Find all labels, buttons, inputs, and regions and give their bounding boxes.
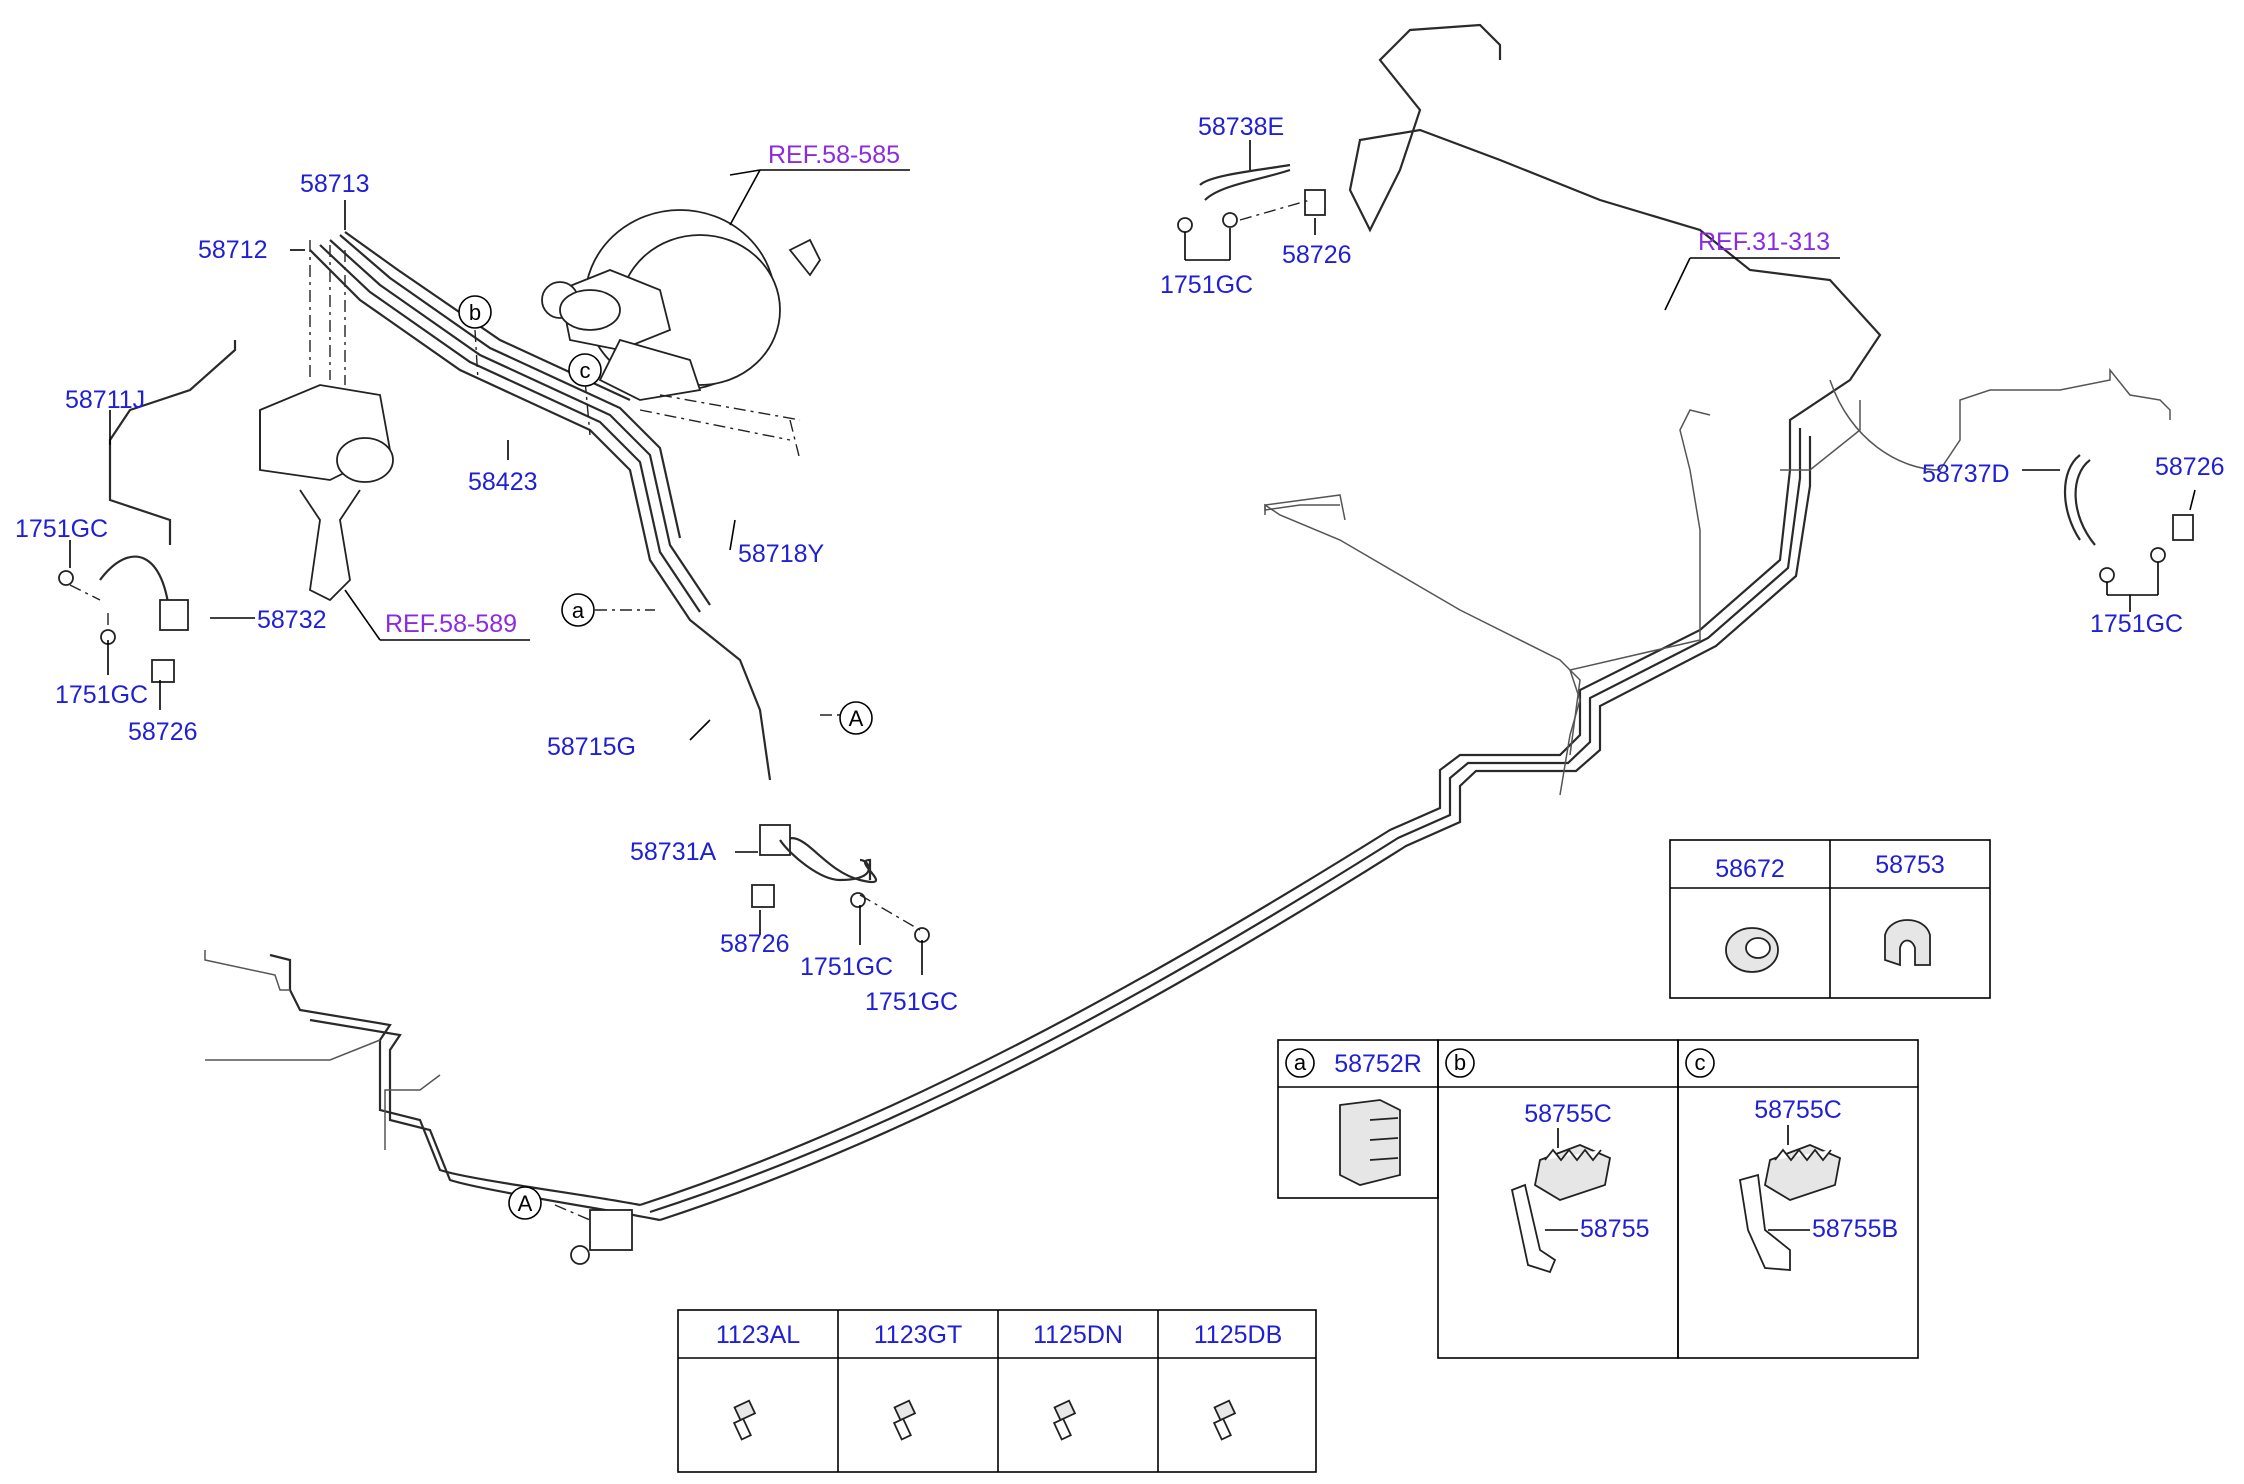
legend-letter-a: a bbox=[1294, 1050, 1307, 1075]
bolt-1123GT: 1123GT bbox=[874, 1321, 962, 1349]
bolt-icon bbox=[732, 1399, 757, 1441]
bolt-icon bbox=[1052, 1399, 1077, 1441]
callout-a: a bbox=[572, 598, 585, 623]
ref-labels: REF.58-585 REF.58-589 REF.31-313 bbox=[385, 141, 1830, 638]
label-58732: 58732 bbox=[257, 606, 327, 634]
legend-b-58755: 58755 bbox=[1580, 1215, 1650, 1243]
callout-A-upper: A bbox=[849, 706, 864, 731]
front-left-hose bbox=[58, 340, 237, 683]
label-58726-rear-left: 58726 bbox=[1282, 241, 1352, 269]
rear-right-hose bbox=[2064, 454, 2194, 583]
part-labels: 58713 58712 58711J 1751GC 58732 1751GC 5… bbox=[15, 113, 2225, 1016]
legend-c-58755C: 58755C bbox=[1754, 1096, 1842, 1124]
connector-a-block bbox=[554, 1204, 633, 1265]
legend-b-58755C: 58755C bbox=[1524, 1100, 1612, 1128]
callout-b: b bbox=[469, 300, 481, 325]
label-58738E: 58738E bbox=[1198, 113, 1284, 141]
bolt-1125DN: 1125DN bbox=[1033, 1321, 1123, 1349]
main-brake-tube-bundle bbox=[204, 23, 2171, 1222]
brake-booster bbox=[541, 209, 822, 461]
front-right-hose bbox=[751, 824, 930, 943]
label-1751GC-rear-left: 1751GC bbox=[1160, 271, 1253, 299]
label-1751GC-front-right-a: 1751GC bbox=[800, 953, 893, 981]
legend-box-clips: a 58752R b c 58755C 58755 58755C 58755B bbox=[1277, 1039, 1919, 1359]
legend-box-grommets: 58672 58753 bbox=[1669, 839, 1991, 999]
label-58731A: 58731A bbox=[630, 838, 717, 866]
callout-c: c bbox=[580, 358, 591, 383]
leader-lines bbox=[69, 140, 2196, 975]
legend-letter-b: b bbox=[1454, 1050, 1466, 1075]
label-58712: 58712 bbox=[198, 236, 268, 264]
legend-letter-c: c bbox=[1695, 1050, 1706, 1075]
label-58715G: 58715G bbox=[547, 733, 636, 761]
bolt-icon bbox=[892, 1399, 917, 1441]
label-58737D: 58737D bbox=[1922, 460, 2010, 488]
label-1751GC-rear-right: 1751GC bbox=[2090, 610, 2183, 638]
bolt-1125DB: 1125DB bbox=[1194, 1321, 1283, 1349]
bolt-icon bbox=[1212, 1399, 1237, 1441]
legend-58672: 58672 bbox=[1715, 855, 1785, 883]
rear-left-hose bbox=[1177, 163, 1326, 233]
label-58726-rear-right: 58726 bbox=[2155, 453, 2225, 481]
abs-modulator bbox=[259, 240, 394, 602]
label-58718Y: 58718Y bbox=[738, 540, 825, 568]
label-58726-left: 58726 bbox=[128, 718, 198, 746]
callout-A-lower: A bbox=[518, 1191, 533, 1216]
legend-c-58755B: 58755B bbox=[1812, 1215, 1898, 1243]
abs-tube-group bbox=[309, 231, 772, 781]
legend-58753: 58753 bbox=[1875, 851, 1945, 879]
label-1751GC-front-right-b: 1751GC bbox=[865, 988, 958, 1016]
legend-58752R: 58752R bbox=[1334, 1050, 1422, 1078]
ref-58-585: REF.58-585 bbox=[768, 141, 900, 169]
ref-31-313: REF.31-313 bbox=[1698, 228, 1830, 256]
bolt-table: 1123AL 1123GT 1125DN 1125DB bbox=[677, 1309, 1317, 1473]
label-58713: 58713 bbox=[300, 170, 370, 198]
label-58423: 58423 bbox=[468, 468, 538, 496]
ref-58-589: REF.58-589 bbox=[385, 610, 517, 638]
label-58726-front-right: 58726 bbox=[720, 930, 790, 958]
circled-callouts: b c a A A bbox=[458, 295, 873, 1220]
bolt-1123AL: 1123AL bbox=[716, 1321, 800, 1349]
label-1751GC-left-top: 1751GC bbox=[15, 515, 108, 543]
label-1751GC-left-bottom: 1751GC bbox=[55, 681, 148, 709]
label-58711J: 58711J bbox=[65, 386, 145, 414]
